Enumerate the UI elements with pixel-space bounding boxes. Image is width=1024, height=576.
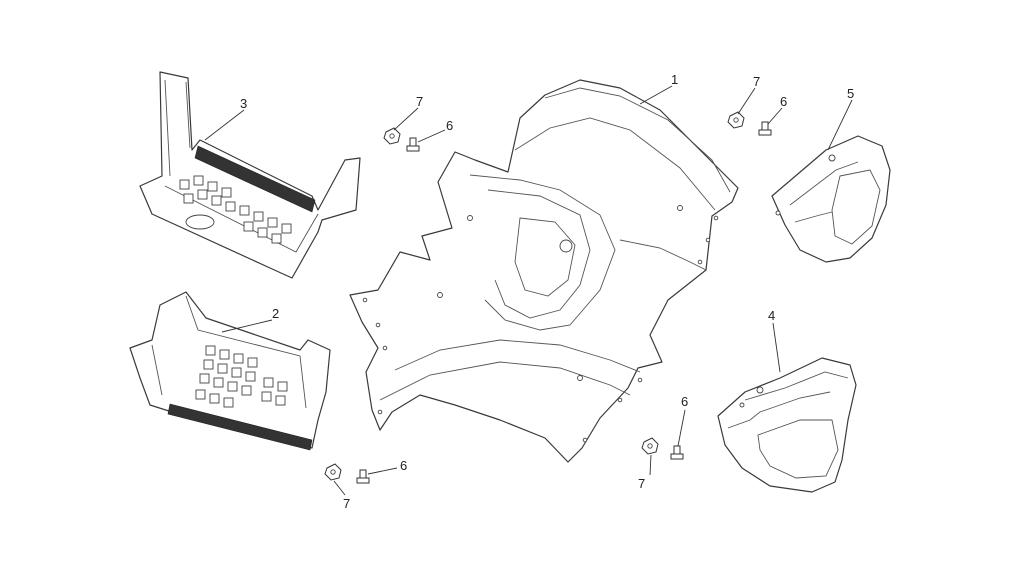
callout-bolt-6: 6 [681,394,688,409]
rear-fender-body [349,79,739,463]
callout-bolt-6: 6 [446,118,453,133]
callout-bolt-6: 6 [400,458,407,473]
callout-part-2: 2 [272,306,279,321]
nut-icon [383,127,401,145]
footrest-left-lower [129,291,331,451]
callout-part-1: 1 [671,72,678,87]
bolt-icon [406,137,420,152]
callout-nut-7: 7 [343,496,350,511]
callout-part-4: 4 [768,308,775,323]
callout-nut-7: 7 [753,74,760,89]
callout-part-5: 5 [847,86,854,101]
nut-icon [641,437,659,455]
callout-nut-7: 7 [638,476,645,491]
leader-lines [204,85,853,496]
callout-nut-7: 7 [416,94,423,109]
nut-icon [324,463,342,481]
footrest-left-upper [139,71,361,279]
callout-bolt-6: 6 [780,94,787,109]
bolt-icon [758,121,772,136]
side-cover-right-lower [717,357,857,493]
bolt-icon [670,445,684,460]
side-cover-right-upper [771,135,891,263]
callout-part-3: 3 [240,96,247,111]
bolt-icon [356,469,370,484]
nut-icon [727,111,745,129]
